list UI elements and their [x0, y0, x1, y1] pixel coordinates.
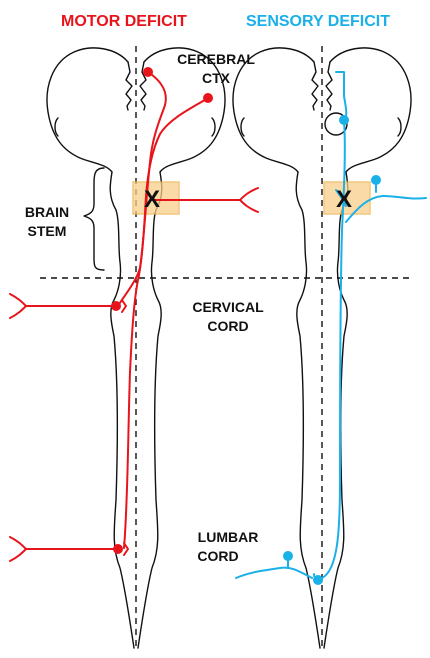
motor-lesion-x: X — [144, 186, 160, 213]
cerebral-ctx-label-line1: CEREBRAL — [177, 51, 255, 67]
cervical-cord-label-line2: CORD — [207, 318, 248, 334]
brain-stem-label-line1: BRAIN — [25, 204, 69, 220]
brainstem-brace — [83, 167, 105, 271]
cranial-ganglion-soma — [371, 175, 381, 185]
cervical-synapse-mark — [121, 299, 127, 313]
cervical-cord-label-line1: CERVICAL — [192, 299, 264, 315]
lumbar-synapse-mark — [123, 542, 129, 556]
left-neuraxis-outline — [46, 47, 226, 649]
motor-pathways — [9, 67, 259, 562]
cranial-sensory-nerve — [345, 195, 427, 223]
right-neuraxis-outline — [232, 47, 412, 649]
sensory-deficit-title: SENSORY DEFICIT — [246, 13, 390, 30]
lumbar-motor-terminal — [9, 536, 27, 562]
sensory-pathways — [235, 71, 427, 585]
cerebral-ctx-label-line2: CTX — [202, 70, 231, 86]
cervical-motor-terminal — [9, 293, 27, 319]
lumbar-drg-soma — [283, 551, 293, 561]
lumbar-cord-label-line2: CORD — [197, 548, 238, 564]
upper-motor-neuron-2 — [123, 97, 209, 549]
brain-stem-label-line2: STEM — [28, 223, 67, 239]
motor-deficit-title: MOTOR DEFICIT — [61, 13, 187, 30]
cranial-motor-terminal — [239, 187, 259, 213]
sensory-lesion-x: X — [336, 186, 352, 213]
cranial-sensory-synapse — [335, 189, 347, 207]
upper-motor-neuron-1-soma — [143, 67, 153, 77]
sensory-lesion-box — [323, 181, 371, 215]
lumbar-sensory-afferent — [235, 566, 313, 579]
upper-motor-neuron-2-soma — [203, 93, 213, 103]
lumbar-cord-label-line1: LUMBAR — [198, 529, 259, 545]
motor-lesion-box — [132, 181, 180, 215]
lumbar-sensory-synapse-soma — [313, 575, 323, 585]
